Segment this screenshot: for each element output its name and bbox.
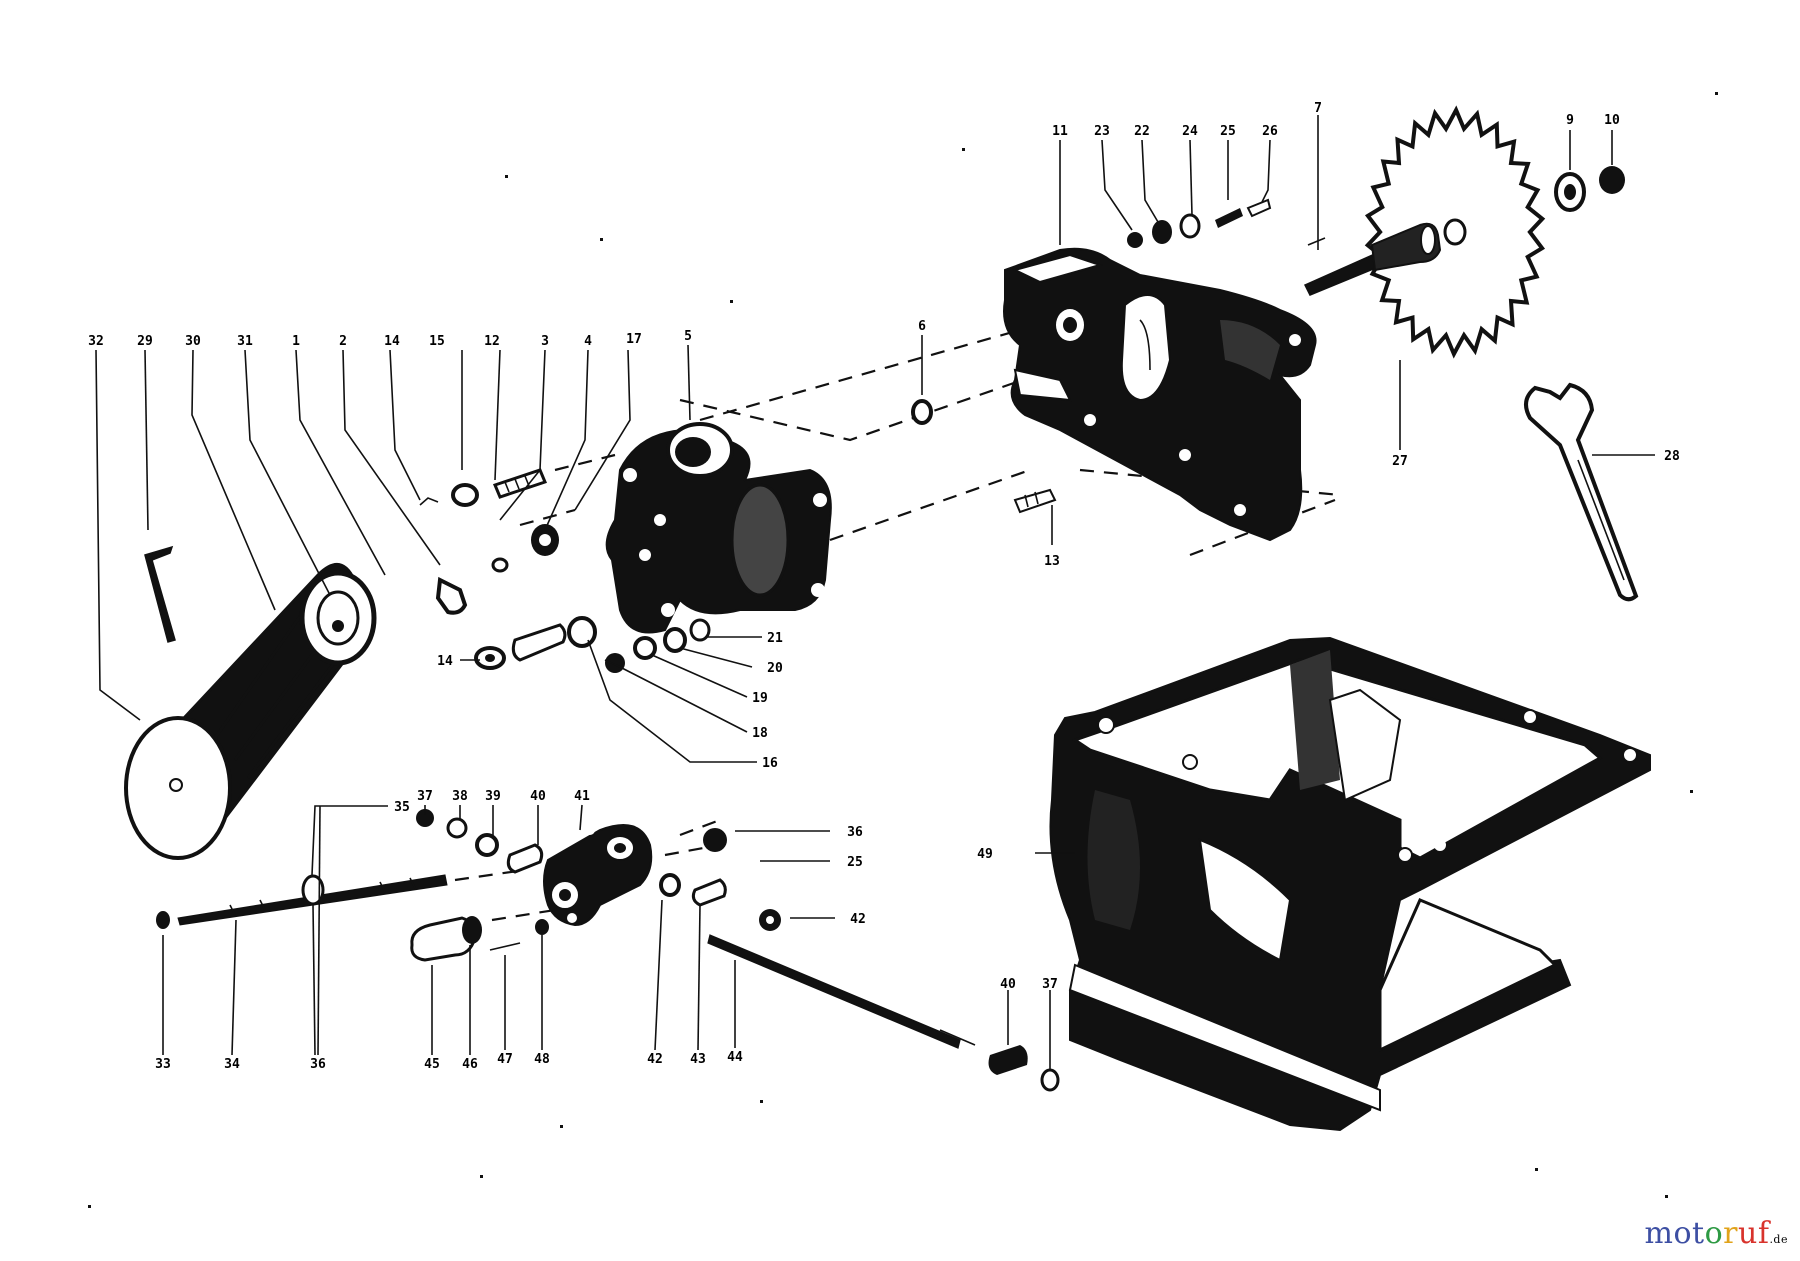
part-label: 30 — [185, 334, 201, 349]
part-label: 2 — [339, 334, 347, 349]
watermark-logo: motoruf.de — [1645, 1216, 1788, 1251]
part-label: 6 — [918, 319, 926, 334]
small-pulley — [299, 570, 377, 666]
part-label: 17 — [626, 332, 642, 347]
part-label: 36 — [847, 825, 863, 840]
part-label: 46 — [462, 1057, 478, 1072]
part-label: 35 — [394, 800, 410, 815]
wrench — [1524, 382, 1639, 602]
blade-arbor-hole — [1443, 218, 1467, 246]
part-label: 25 — [847, 855, 863, 870]
part-label: 40 — [1000, 977, 1016, 992]
part-label: 18 — [752, 726, 768, 741]
saw-blade — [1364, 105, 1546, 359]
part-label: 34 — [224, 1057, 240, 1072]
adjust-screw — [156, 874, 448, 929]
part-label: 45 — [424, 1057, 440, 1072]
long-shaft — [707, 934, 976, 1049]
part-label: 48 — [534, 1052, 550, 1067]
part-number-labels: 32 29 30 31 1 2 14 15 12 3 4 17 5 6 11 2… — [88, 101, 1680, 1072]
part-label: 10 — [1604, 113, 1620, 128]
part-label: 24 — [1182, 124, 1198, 139]
watermark-letter: o — [1673, 1216, 1693, 1251]
part-label: 14 — [437, 654, 453, 669]
blade-washers — [1554, 166, 1625, 212]
part-label: 7 — [1314, 101, 1322, 116]
scan-specks — [88, 92, 1718, 1208]
watermark-letter: t — [1692, 1216, 1705, 1251]
watermark-suffix: .de — [1769, 1233, 1788, 1246]
part-label: 3 — [541, 334, 549, 349]
part-label: 38 — [452, 789, 468, 804]
bearing-housing — [605, 422, 832, 634]
part-label: 21 — [767, 631, 783, 646]
arbor-shaft — [1303, 222, 1442, 296]
tilt-mechanism — [543, 824, 653, 927]
arbor-casting — [1003, 247, 1317, 542]
part-label: 20 — [767, 661, 783, 676]
part-label: 13 — [1044, 554, 1060, 569]
part-label: 43 — [690, 1052, 706, 1067]
part-label: 5 — [684, 329, 692, 344]
part-label: 31 — [237, 334, 253, 349]
part-label: 42 — [647, 1052, 663, 1067]
part-label: 12 — [484, 334, 500, 349]
part-label: 14 — [384, 334, 400, 349]
part-label: 47 — [497, 1052, 513, 1067]
part-label: 37 — [417, 789, 433, 804]
part-label: 42 — [850, 912, 866, 927]
table-base — [1049, 636, 1651, 1132]
part-label: 15 — [429, 334, 445, 349]
part-label: 40 — [530, 789, 546, 804]
part-label: 37 — [1042, 977, 1058, 992]
watermark-text: motoruf — [1645, 1216, 1770, 1251]
part-label: 4 — [584, 334, 592, 349]
part-label: 29 — [137, 334, 153, 349]
part-label: 41 — [574, 789, 590, 804]
part-label: 26 — [1262, 124, 1278, 139]
part-label: 9 — [1566, 113, 1574, 128]
part-label: 49 — [977, 847, 993, 862]
part-label: 39 — [485, 789, 501, 804]
watermark-letter: r — [1723, 1216, 1738, 1251]
part-label: 36 — [310, 1057, 326, 1072]
part-label: 25 — [1220, 124, 1236, 139]
pulley-assembly — [124, 545, 377, 860]
allen-key — [144, 545, 176, 643]
watermark-letter: f — [1757, 1216, 1770, 1251]
part-label: 33 — [155, 1057, 171, 1072]
part-label: 27 — [1392, 454, 1408, 469]
part-label: 11 — [1052, 124, 1068, 139]
part-label: 19 — [752, 691, 768, 706]
leader-lines — [95, 115, 1655, 1070]
part-label: 22 — [1134, 124, 1150, 139]
part-label: 28 — [1664, 449, 1680, 464]
watermark-letter: u — [1738, 1216, 1758, 1251]
part-label: 23 — [1094, 124, 1110, 139]
watermark-letter: o — [1704, 1216, 1724, 1251]
watermark-letter: m — [1644, 1216, 1674, 1251]
small-parts — [410, 198, 1326, 1092]
part-label: 1 — [292, 334, 300, 349]
part-label: 16 — [762, 756, 778, 771]
part-label: 32 — [88, 334, 104, 349]
part-label: 44 — [727, 1050, 743, 1065]
